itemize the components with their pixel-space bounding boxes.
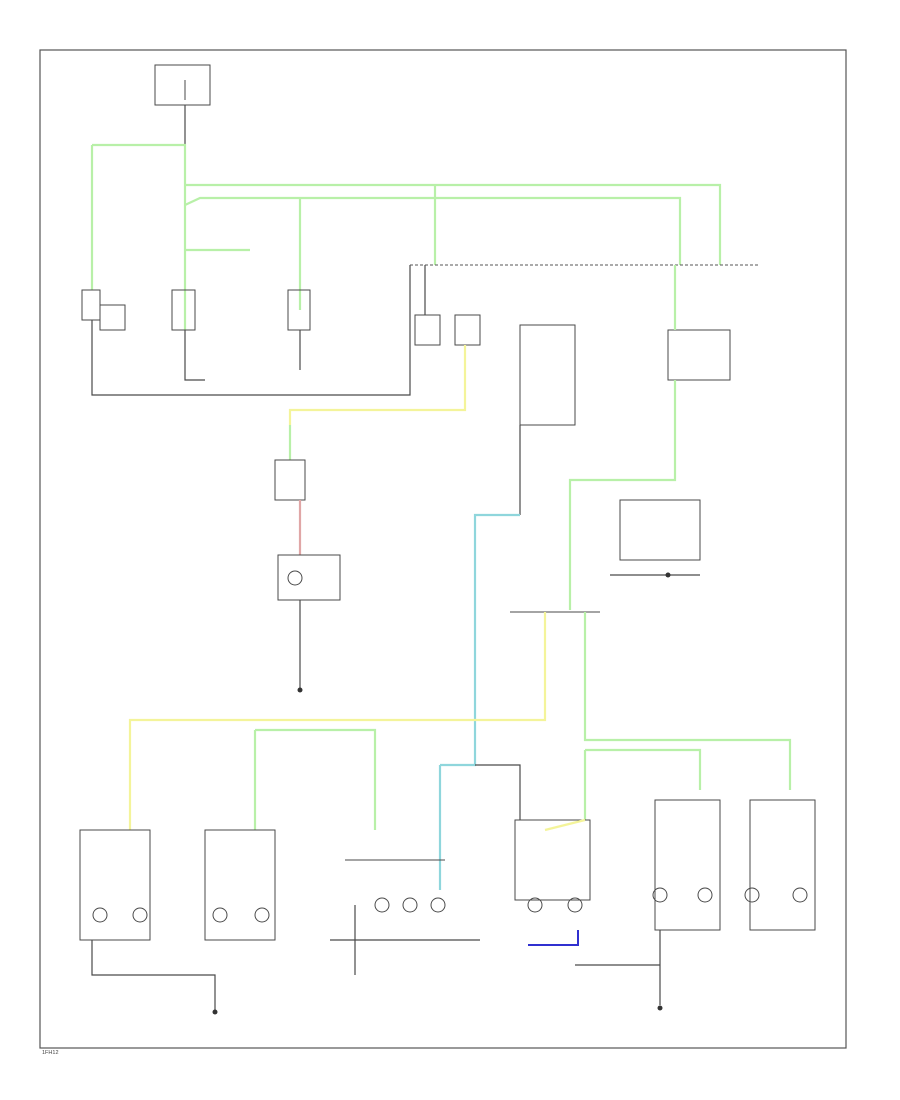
top-fuse-section [90,64,722,330]
diagram-frame [39,49,847,1049]
bottom-right-center-lamps [514,818,660,966]
top-left-switches [81,264,760,396]
bottom-right-lamp-group [652,799,816,1011]
bottom-center-lamp-group [330,859,480,975]
left-middle-module [274,425,341,693]
corner-label: 1FH12 [42,1050,59,1056]
right-top-relays [568,265,731,610]
center-vertical-wires [438,425,521,890]
center-right-junction [128,611,792,830]
center-top-components [288,265,576,426]
bottom-left-lamp-group [79,829,276,1015]
